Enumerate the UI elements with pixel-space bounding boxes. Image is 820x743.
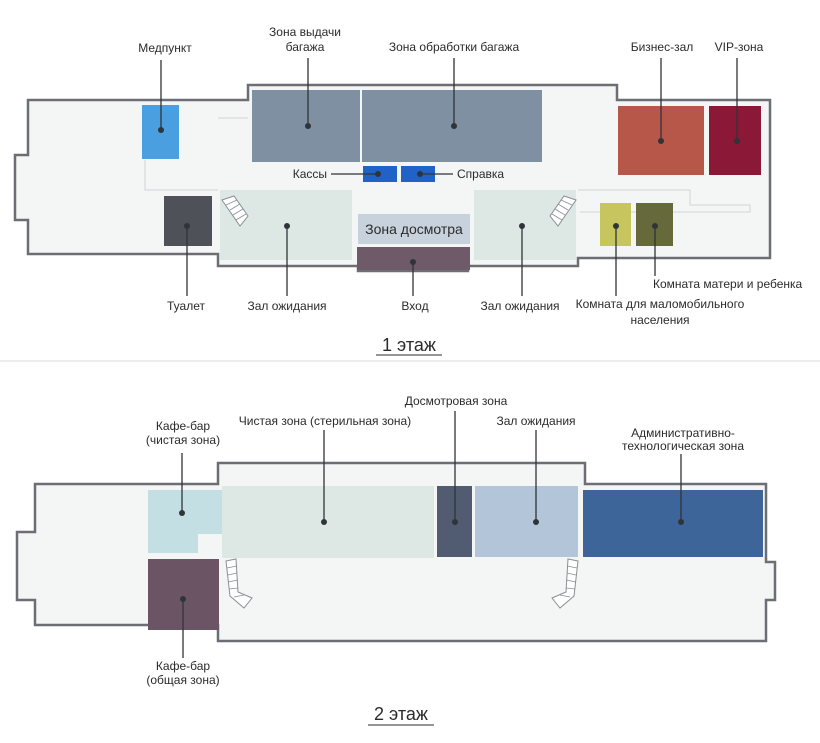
floor-1-corridor-right (578, 189, 751, 213)
label-entrance: Вход (401, 299, 428, 313)
label-mother-child-room: Комната матери и ребенка (653, 277, 803, 291)
label-waiting-hall-right: Зал ожидания (480, 299, 559, 313)
label-cafe-bar-public-line-1: Кафе-бар (156, 659, 210, 673)
label-waiting-hall: Зал ожидания (496, 414, 575, 428)
label-reduced-mobility-line-1: Комната для маломобильного (576, 297, 745, 311)
floor-2-stairs-left (225, 558, 253, 609)
floor-1-caption: 1 этаж (382, 335, 436, 355)
label-vip-zone: VIP-зона (715, 40, 764, 54)
label-waiting-hall-left: Зал ожидания (247, 299, 326, 313)
label-clean-sterile-zone: Чистая зона (стерильная зона) (239, 414, 411, 428)
label-cashier: Кассы (293, 167, 327, 181)
label-baggage-claim-line-2: багажа (286, 40, 325, 54)
floor-2: Кафе-бар (чистая зона) Чистая зона (стер… (15, 394, 777, 726)
waiting-hall-zone (475, 486, 578, 557)
label-cafe-bar-clean-line-1: Кафе-бар (156, 419, 210, 433)
floor-2-stairs-right (551, 558, 579, 609)
label-reduced-mobility-line-2: населения (630, 313, 689, 327)
floor-2-caption: 2 этаж (374, 704, 428, 724)
security-zone (358, 214, 470, 244)
label-business-lounge: Бизнес-зал (631, 40, 694, 54)
floor-1: Медпункт Зона выдачи багажа Зона обработ… (13, 25, 803, 356)
toilet-zone (164, 196, 212, 246)
floor-2-leaders (179, 411, 684, 658)
label-admin-tech-line-2: технологическая зона (622, 439, 744, 453)
label-baggage-processing: Зона обработки багажа (389, 40, 520, 54)
label-cafe-bar-public-line-2: (общая зона) (146, 673, 219, 687)
label-baggage-claim-line-1: Зона выдачи (269, 25, 341, 39)
floor-1-stairs-right (549, 195, 577, 227)
label-security-zone: Зона досмотра (365, 221, 463, 237)
floor-1-leaders (158, 58, 740, 296)
label-cafe-bar-clean-line-2: (чистая зона) (146, 433, 220, 447)
floor-1-corridor-left (144, 160, 218, 191)
label-admin-tech-line-1: Административно- (631, 426, 735, 440)
label-inspection-zone: Досмотровая зона (405, 394, 508, 408)
label-toilet: Туалет (167, 299, 205, 313)
label-info: Справка (457, 167, 504, 181)
admin-tech-zone (583, 490, 763, 557)
entrance-zone (357, 247, 470, 270)
floor-1-stairs-left (221, 195, 249, 227)
clean-sterile-zone (222, 486, 434, 558)
label-medpunkt: Медпункт (138, 41, 192, 55)
